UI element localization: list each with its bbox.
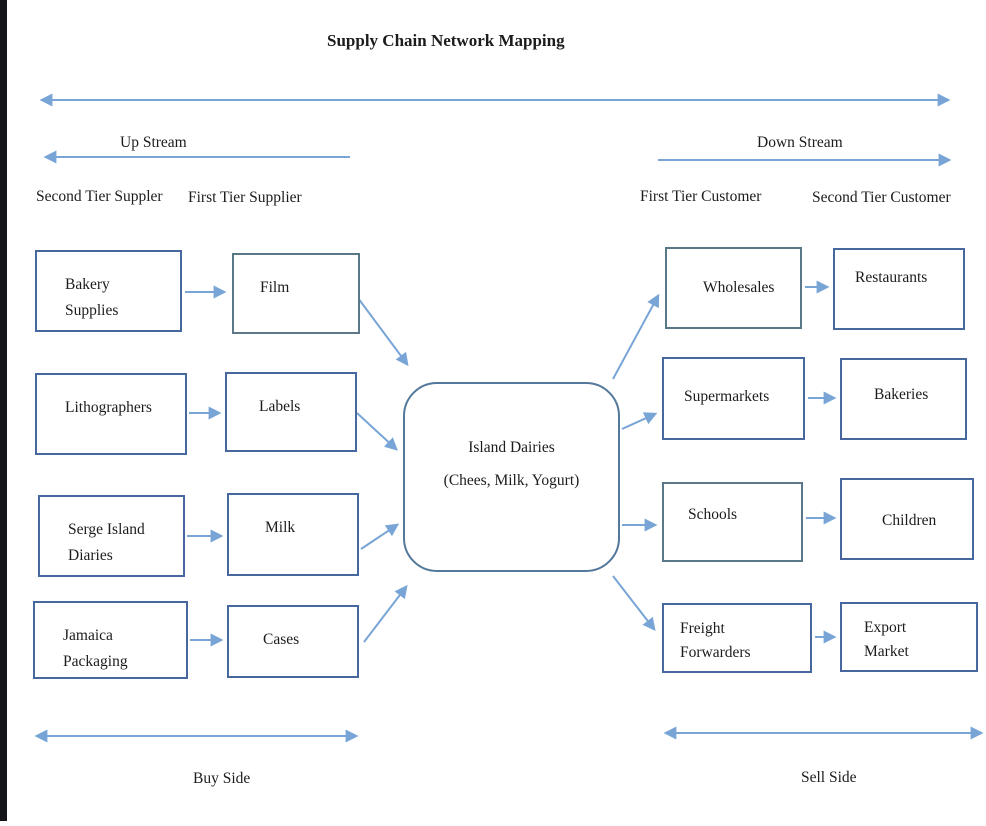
- node-label: Restaurants: [855, 269, 928, 286]
- node-label: Bakery Supplies: [65, 276, 119, 320]
- node-label: Cases: [263, 631, 300, 648]
- node-label: Bakeries: [874, 386, 929, 403]
- node-label: Schools: [688, 506, 738, 523]
- arrow-milk-to-center: [360, 523, 400, 550]
- node-label: Freight Forwarders: [680, 620, 751, 662]
- arrow-center-to-supermarkets: [621, 412, 658, 430]
- node-labels: Labels: [225, 372, 357, 452]
- center-node-subtitle: (Chees, Milk, Yogurt): [443, 471, 580, 489]
- node-label: Film: [260, 279, 290, 296]
- arrow-labels-to-center: [356, 412, 398, 451]
- header-first-tier-customer: First Tier Customer: [640, 188, 762, 205]
- node-milk: Milk: [227, 493, 359, 576]
- upstream-label: Up Stream: [120, 134, 187, 151]
- sell-side-label: Sell Side: [801, 769, 857, 786]
- arrow-center-to-wholesales: [612, 293, 660, 380]
- node-bakery-supplies: Bakery Supplies: [35, 250, 182, 332]
- node-jamaica-packaging: Jamaica Packaging: [33, 601, 188, 679]
- buy-side-label: Buy Side: [193, 770, 251, 787]
- node-schools: Schools: [662, 482, 803, 562]
- node-label: Jamaica Packaging: [63, 627, 128, 671]
- header-second-tier-customer: Second Tier Customer: [812, 189, 951, 206]
- arrow-center-to-freight: [612, 575, 656, 632]
- node-label: Supermarkets: [684, 388, 770, 405]
- node-children: Children: [840, 478, 974, 560]
- node-cases: Cases: [227, 605, 359, 678]
- node-wholesales: Wholesales: [665, 247, 802, 329]
- arrow-film-to-center: [357, 297, 409, 367]
- node-label: Milk: [265, 519, 296, 536]
- arrow-cases-to-center: [363, 584, 408, 643]
- node-label: Wholesales: [703, 279, 775, 296]
- node-serge-island-diaries: Serge Island Diaries: [38, 495, 185, 577]
- node-supermarkets: Supermarkets: [662, 357, 805, 440]
- node-island-dairies: Island Dairies (Chees, Milk, Yogurt): [403, 382, 620, 572]
- node-label: Export Market: [864, 619, 909, 661]
- node-label: Serge Island Diaries: [68, 521, 145, 565]
- header-first-tier-supplier: First Tier Supplier: [188, 189, 302, 206]
- diagram-title: Supply Chain Network Mapping: [327, 31, 565, 50]
- downstream-label: Down Stream: [757, 134, 843, 151]
- node-lithographers: Lithographers: [35, 373, 187, 455]
- center-node-title: Island Dairies: [468, 438, 555, 456]
- node-restaurants: Restaurants: [833, 248, 965, 330]
- node-label: Labels: [259, 398, 301, 415]
- header-second-tier-supplier: Second Tier Suppler: [36, 188, 163, 205]
- page-edge-strip: [0, 0, 7, 821]
- node-bakeries: Bakeries: [840, 358, 967, 440]
- node-export-market: Export Market: [840, 602, 978, 672]
- node-freight-forwarders: Freight Forwarders: [662, 603, 812, 673]
- node-label: Lithographers: [65, 399, 152, 416]
- node-film: Film: [232, 253, 360, 334]
- node-label: Children: [882, 512, 937, 529]
